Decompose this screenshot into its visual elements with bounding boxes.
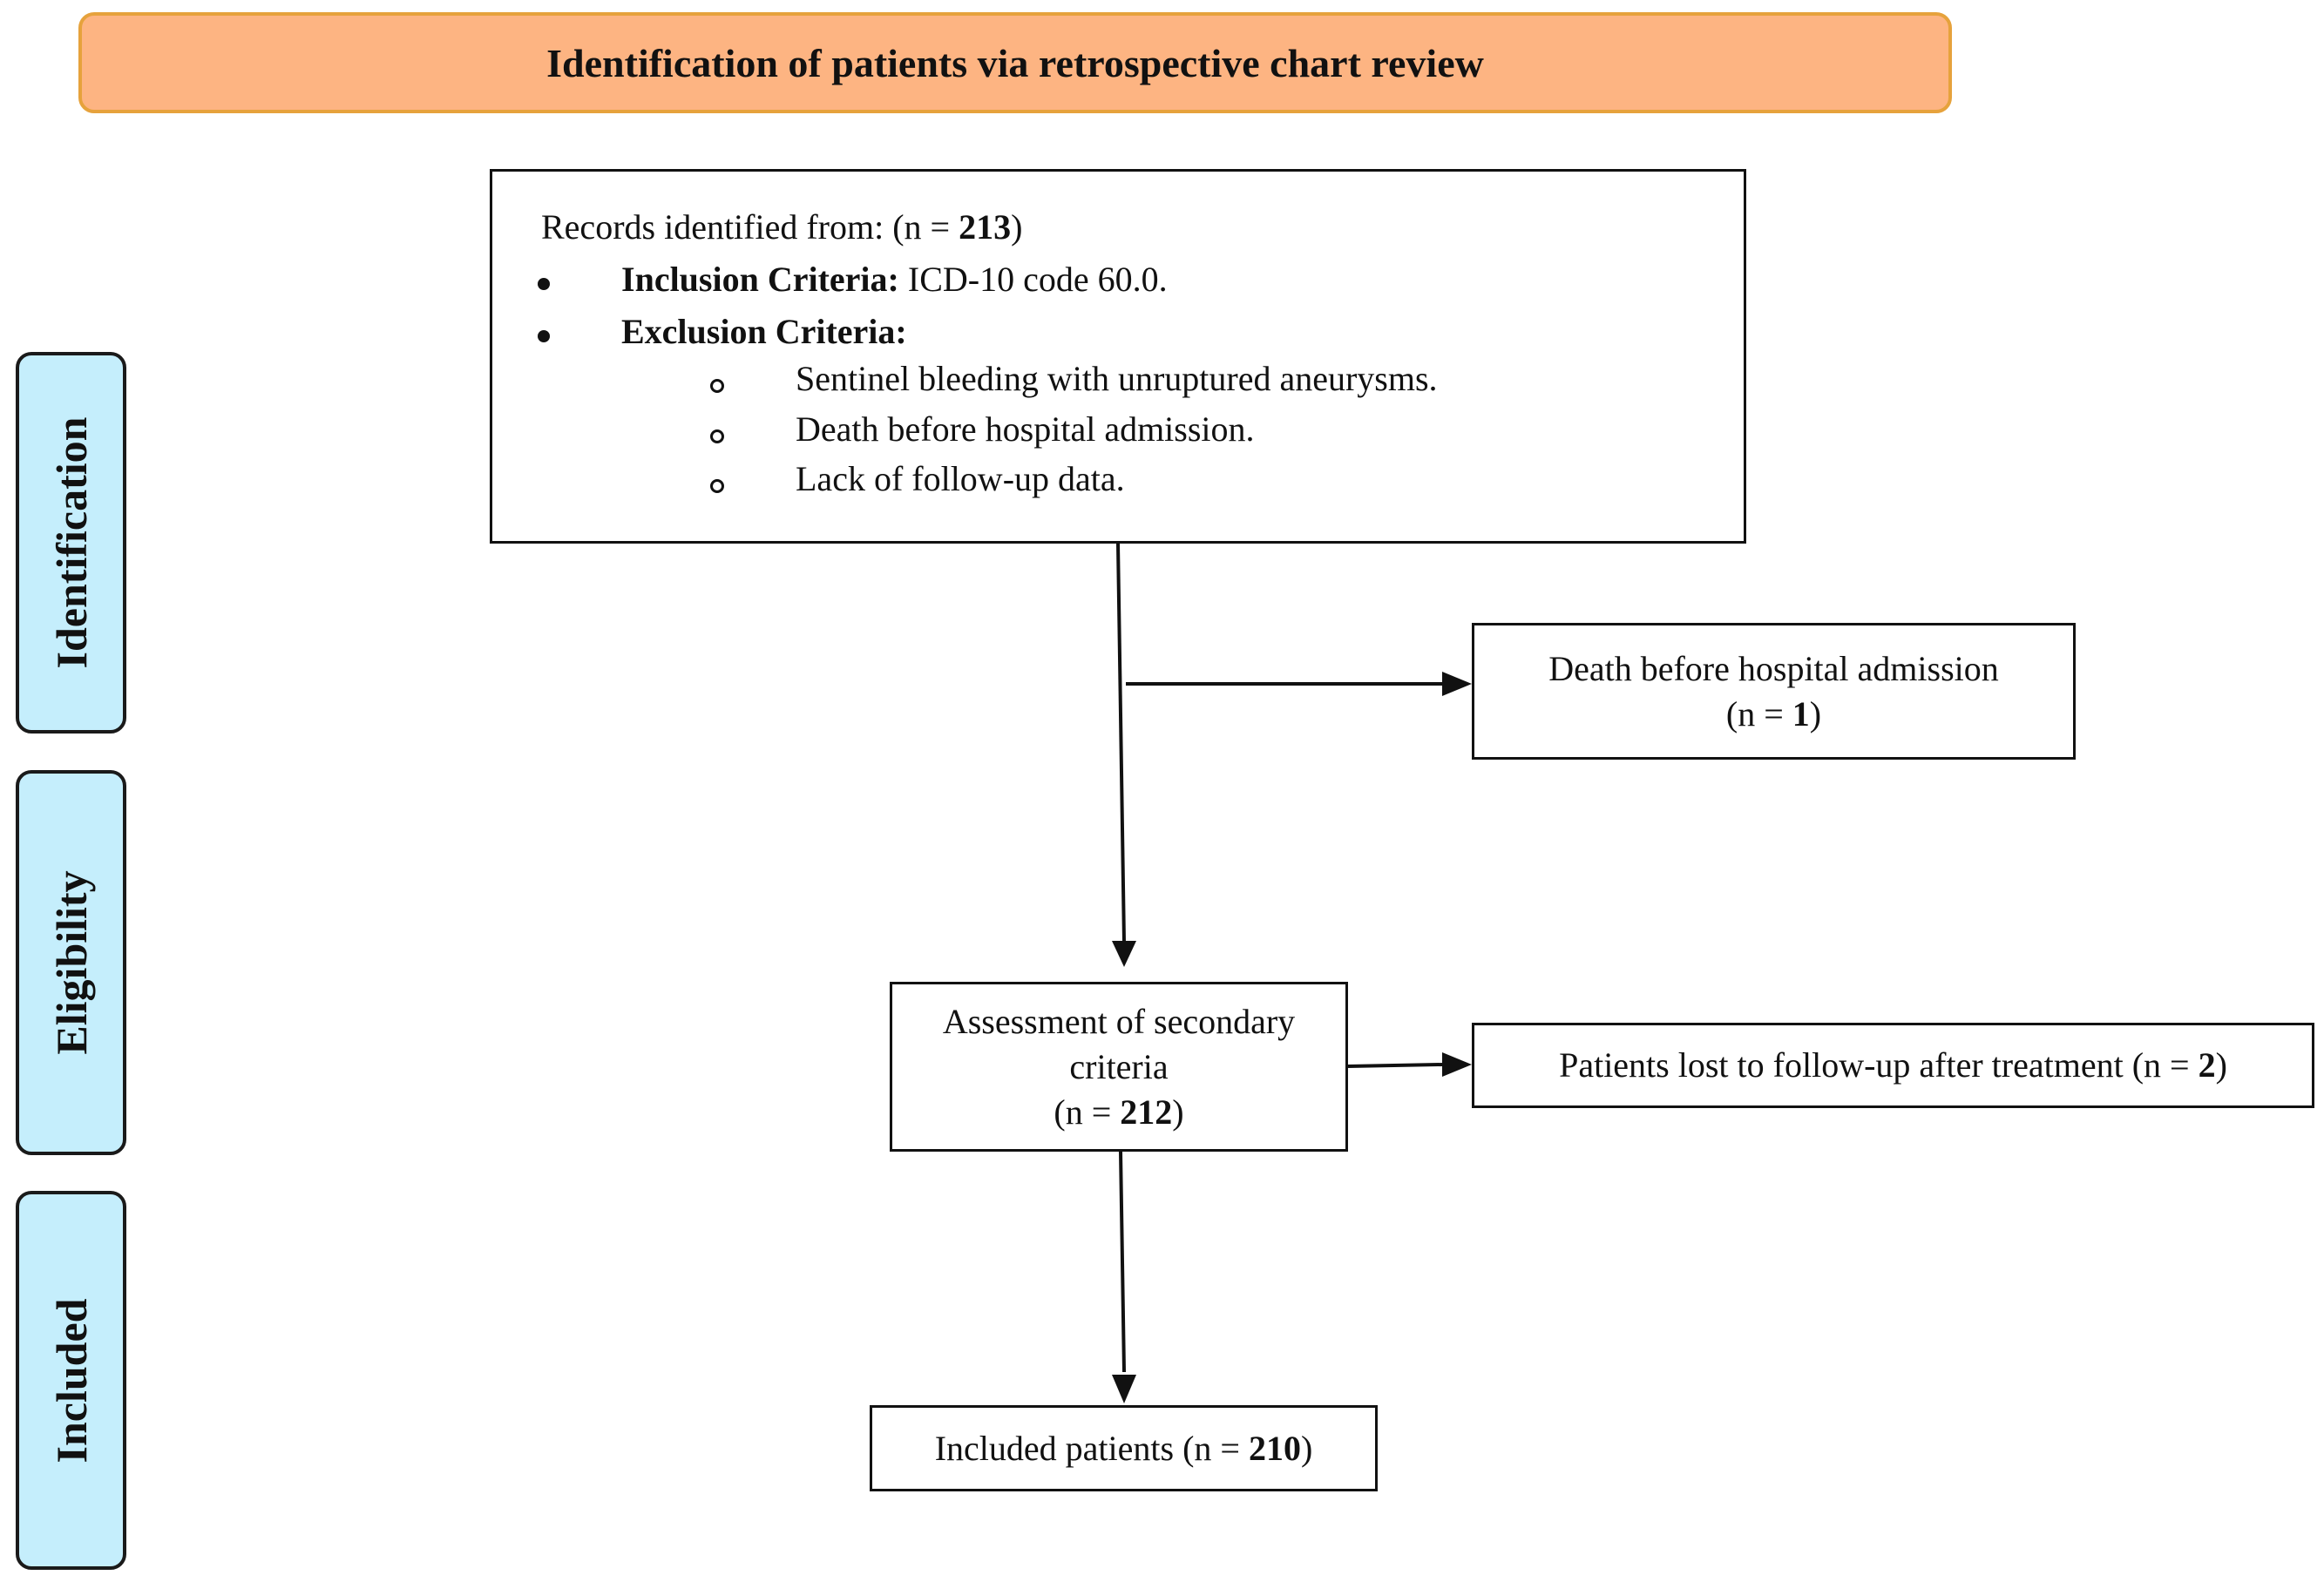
header-title: Identification of patients via retrospec… — [546, 40, 1484, 85]
inclusion-label: Inclusion Criteria: — [621, 260, 899, 299]
included-label: Included patients (n = 210) — [934, 1428, 1313, 1468]
inclusion-text: ICD-10 code 60.0. — [907, 260, 1168, 299]
included-box: Included patients (n = 210) — [870, 1405, 1378, 1491]
assessment-count: (n = 212) — [1054, 1092, 1184, 1132]
exclusion-item-3: Lack of follow-up data. — [796, 459, 1125, 498]
stage-identification: Identification — [16, 352, 126, 734]
sub-bullet-3 — [710, 479, 724, 493]
stage-included: Included — [16, 1191, 126, 1570]
arrowhead-assessment — [1112, 941, 1136, 967]
arrow-records-to-assessment — [1116, 543, 1126, 943]
bullet-inclusion — [538, 278, 550, 290]
arrowhead-included — [1112, 1375, 1136, 1403]
death-box: Death before hospital admission (n = 1) — [1472, 623, 2076, 760]
arrow-assessment-to-included — [1119, 1151, 1126, 1373]
arrowhead-death — [1442, 672, 1472, 696]
inclusion-criteria: Inclusion Criteria: ICD-10 code 60.0. — [621, 257, 1168, 302]
sub-bullet-2 — [710, 429, 724, 443]
arrow-to-lost-box — [1347, 1063, 1443, 1068]
lost-followup-box: Patients lost to follow-up after treatme… — [1472, 1023, 2314, 1108]
bullet-exclusion — [538, 330, 550, 342]
exclusion-item-1: Sentinel bleeding with unruptured aneury… — [796, 359, 1438, 398]
records-n: 213 — [959, 207, 1012, 247]
assessment-label-2: criteria — [1069, 1046, 1169, 1086]
lost-followup-label: Patients lost to follow-up after treatme… — [1559, 1045, 2227, 1085]
death-count: (n = 1) — [1725, 693, 1822, 734]
sub-bullet-1 — [710, 379, 724, 393]
arrowhead-lost — [1442, 1052, 1472, 1077]
records-box: Records identified from: (n = 213) Inclu… — [490, 169, 1746, 544]
assessment-box: Assessment of secondary criteria (n = 21… — [890, 982, 1348, 1152]
exclusion-item-2: Death before hospital admission. — [796, 409, 1255, 449]
header-banner: Identification of patients via retrospec… — [78, 12, 1952, 113]
records-intro: Records identified from: (n = 213) — [541, 207, 1023, 247]
death-label: Death before hospital admission — [1548, 648, 1999, 688]
exclusion-label: Exclusion Criteria: — [621, 312, 907, 351]
stage-eligibility: Eligibility — [16, 770, 126, 1155]
assessment-label-1: Assessment of secondary — [942, 1001, 1296, 1041]
